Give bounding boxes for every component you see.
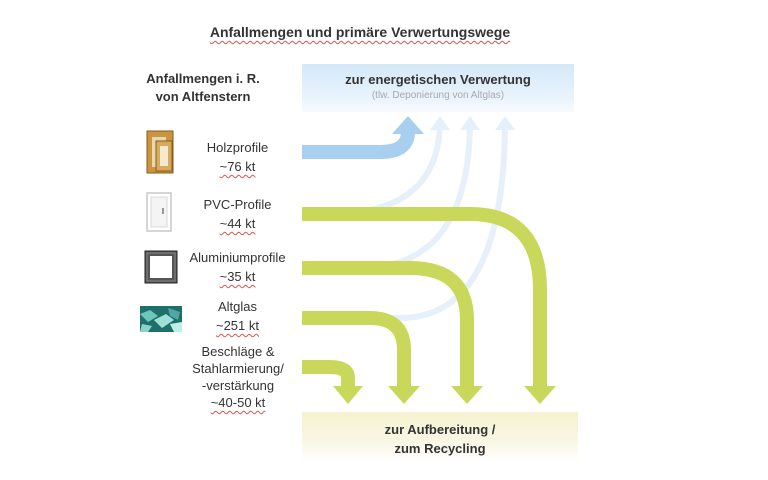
arrowhead-down [524,386,556,404]
arrowhead-up [460,116,480,130]
material-wood: Holzprofile ~76 kt [190,138,285,176]
wood-to-energy-flow [302,131,415,159]
material-name: Aluminiumprofile [189,250,286,265]
material-pvc: PVC-Profile ~44 kt [190,195,285,233]
recycling-title-line1: zur Aufbereitung / [384,422,496,437]
energy-recovery-subtitle: (tlw. Deponierung von Altglas) [371,90,505,101]
left-heading-line2: von Altfenstern [155,89,251,104]
arrowhead-up [495,116,515,130]
left-heading: Anfallmengen i. R. von Altfenstern [128,70,278,106]
material-name-line: Stahlarmierung/ [192,361,284,376]
left-heading-line1: Anfallmengen i. R. [146,71,260,86]
material-amount: ~76 kt [219,159,256,174]
arrowhead-down [388,386,420,404]
material-amount: ~35 kt [219,269,256,284]
material-amount: ~44 kt [219,216,256,231]
recycling-flows [302,207,547,388]
material-name-line: Beschläge & [201,344,275,359]
aluminium-to-recycling-flow [302,261,474,388]
material-name: Holzprofile [206,140,269,155]
pvc-window-icon [146,192,172,232]
fittings-to-recycling-flow [302,360,355,388]
material-amount: ~40-50 kt [210,395,266,410]
energy-recovery-box: zur energetischen Verwertung (tlw. Depon… [302,64,574,112]
material-glass: Altglas ~251 kt [190,297,285,335]
glass-to-energy-flow [302,119,508,321]
recycling-title-line2: zum Recycling [394,441,486,456]
material-name: Altglas [217,299,258,314]
wood-window-icon [146,130,174,174]
arrowhead-up [430,116,450,130]
pvc-to-recycling-flow [302,207,547,388]
wood-energy-arrowhead [392,116,424,134]
arrowhead-down [333,386,363,404]
glass-cullet-icon [140,306,182,332]
material-fittings: Beschläge & Stahlarmierung/ -verstärkung… [178,343,298,411]
title-text: Anfallmengen und primäre Verwertungswege [209,24,511,40]
pvc-to-energy-flow [302,119,443,217]
material-name: PVC-Profile [203,197,272,212]
energy-recovery-title: zur energetischen Verwertung [345,72,531,87]
material-amount: ~251 kt [215,318,259,333]
material-name-line: -verstärkung [201,378,275,393]
energy-arrowheads-light [430,116,515,130]
recycling-arrowheads [333,386,556,404]
aluminium-frame-icon [144,250,178,284]
glass-to-recycling-flow [302,311,411,388]
aluminium-to-energy-flow [302,119,473,271]
arrowhead-down [451,386,483,404]
recycling-box: zur Aufbereitung / zum Recycling [302,412,578,462]
diagram-title: Anfallmengen und primäre Verwertungswege [0,24,720,40]
material-aluminium: Aluminiumprofile ~35 kt [180,248,295,286]
